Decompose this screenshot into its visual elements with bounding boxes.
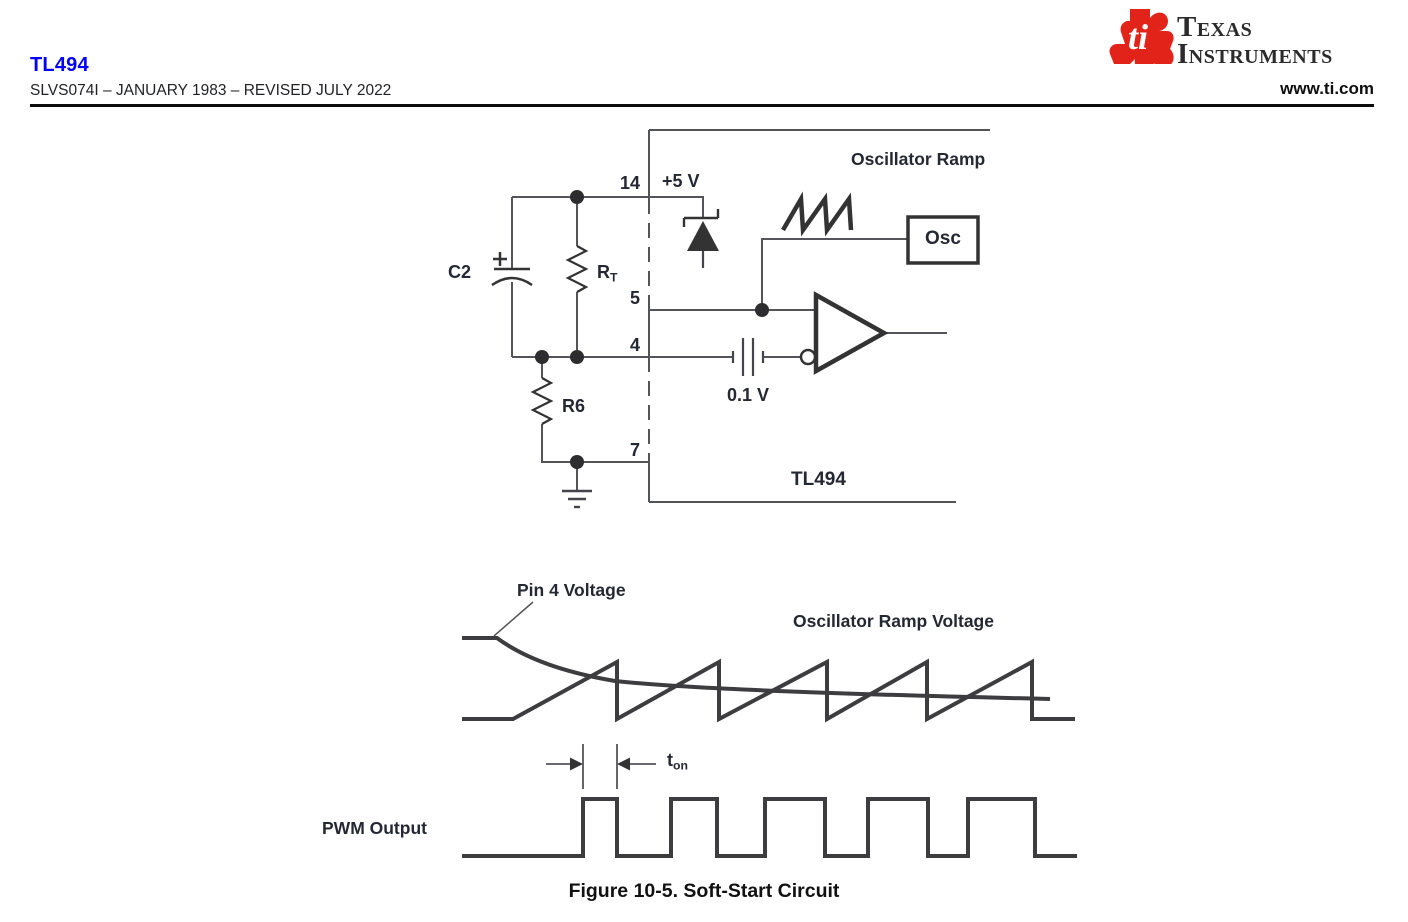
figure-caption: Figure 10-5. Soft-Start Circuit — [568, 880, 840, 902]
pwm-output-label: PWM Output — [322, 818, 427, 838]
ton-arrow-right-icon — [570, 757, 583, 771]
resistor-rt-label: RT — [597, 262, 618, 285]
oscillator-ramp-label: Oscillator Ramp — [851, 149, 986, 169]
ti-logo-glyph: ti — [1128, 17, 1148, 57]
pin4-voltage-label: Pin 4 Voltage — [517, 580, 626, 600]
osc-block-label: Osc — [925, 228, 961, 249]
ground-icon — [562, 489, 592, 509]
device-name-label: TL494 — [791, 469, 846, 490]
resistor-rt-symbol — [565, 245, 589, 293]
pin-4-label: 4 — [629, 335, 640, 355]
brand-line2: Instruments — [1177, 38, 1333, 70]
resistor-r6-symbol — [530, 377, 554, 425]
part-number: TL494 — [30, 54, 89, 76]
comparator-symbol — [799, 291, 889, 375]
battery-value-label: 0.1 V — [726, 385, 770, 405]
brand-line1: Texas — [1177, 11, 1253, 43]
capacitor-c2-label: C2 — [448, 262, 472, 282]
pwm-waveform — [462, 797, 1077, 858]
oscillator-ramp-waveform — [462, 658, 1075, 723]
waveforms — [462, 636, 1077, 858]
website-link[interactable]: www.ti.com — [1280, 79, 1374, 98]
battery-symbol — [731, 338, 765, 376]
junction-dots — [535, 190, 769, 469]
resistor-r6-label: R6 — [562, 396, 586, 416]
ti-logo-icon: ti — [1109, 9, 1174, 64]
ic-outline — [648, 129, 990, 503]
osc-block-box — [906, 215, 980, 265]
brand-wordmark: Texas Instruments — [1177, 11, 1333, 70]
pin4-decay-curve — [462, 636, 1051, 701]
zener-diode-icon — [682, 209, 720, 268]
ramp-icon — [781, 191, 854, 237]
ton-arrow-left-icon — [617, 757, 630, 771]
header-rule — [30, 104, 1374, 107]
document-info: SLVS074I – JANUARY 1983 – REVISED JULY 2… — [30, 82, 392, 99]
pin-5-label: 5 — [629, 288, 640, 308]
circuit-wires — [511, 196, 947, 490]
pin-7-label: 7 — [629, 440, 640, 460]
ton-label: ton — [667, 750, 688, 773]
ton-markers — [546, 744, 656, 789]
supply-5v-label: +5 V — [662, 171, 700, 191]
pin-14-label: 14 — [619, 173, 640, 193]
capacitor-c2-symbol — [491, 252, 533, 287]
pin4-callout-line — [493, 601, 534, 637]
oscillator-ramp-voltage-label: Oscillator Ramp Voltage — [793, 611, 994, 631]
